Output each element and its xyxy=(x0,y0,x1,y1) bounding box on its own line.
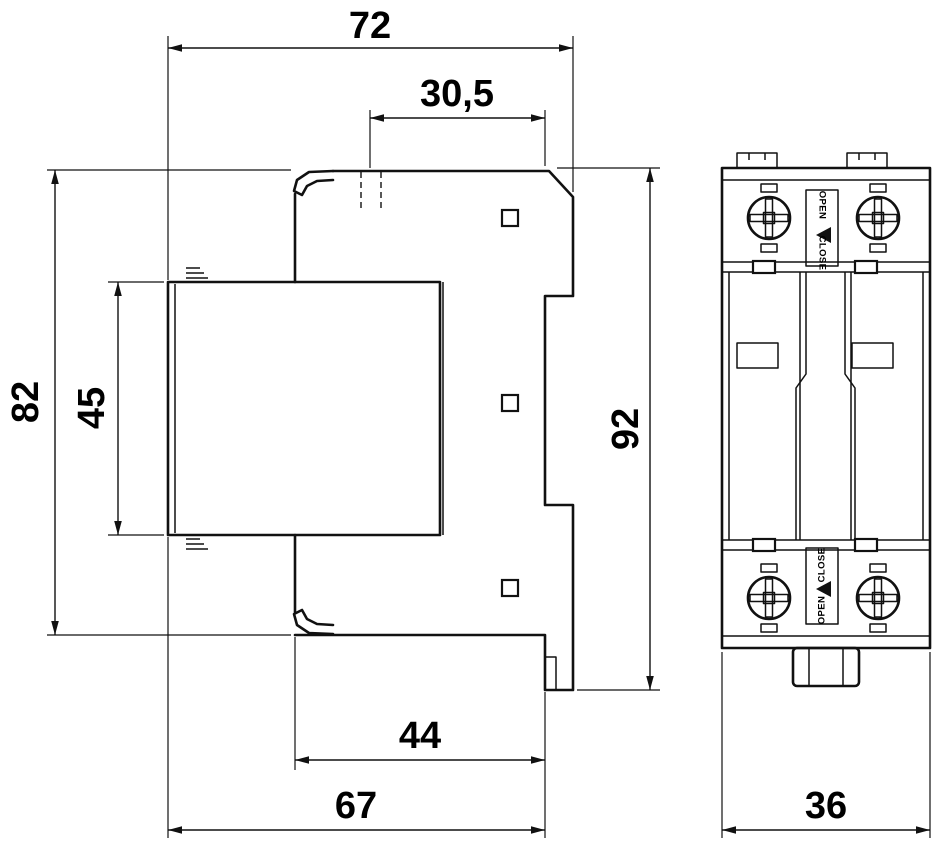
dim-label-45: 45 xyxy=(71,387,113,429)
lock-label-top-upper: OPEN xyxy=(817,191,828,220)
dimension-overall-height: 92 xyxy=(557,167,660,691)
label-window-right xyxy=(851,342,894,369)
vent-ticks-top xyxy=(186,267,208,279)
screw-icon-top-right xyxy=(855,183,901,253)
dim-label-30-5: 30,5 xyxy=(420,73,494,115)
lock-label-bottom-lower: OPEN xyxy=(817,596,828,625)
latch-hook-top-icon xyxy=(292,169,335,197)
screw-icon-bottom-right xyxy=(855,563,901,633)
dim-label-36: 36 xyxy=(805,785,847,827)
mount-square-marker-middle xyxy=(500,393,520,413)
dimension-lower-width: 44 xyxy=(294,637,546,838)
side-view xyxy=(166,169,575,692)
screw-icon-top-left xyxy=(746,183,792,253)
screw-icon-bottom-left xyxy=(746,563,792,633)
lock-arrow-top-icon xyxy=(816,227,831,243)
foot-spring-detail xyxy=(545,656,557,690)
housing-outline xyxy=(293,169,575,692)
terminal-tab-left xyxy=(736,152,778,169)
hidden-edge-dashed xyxy=(360,172,382,212)
mount-square-marker-top xyxy=(500,208,520,228)
din-rail-foot xyxy=(791,646,861,688)
upper-separator xyxy=(722,259,930,275)
dimension-total-width: 72 xyxy=(167,5,574,280)
dimension-upper-offset: 30,5 xyxy=(369,73,546,168)
lock-arrow-bottom-icon xyxy=(816,581,831,597)
dimension-module-height: 45 xyxy=(71,281,164,536)
latch-hook-bottom-icon xyxy=(292,608,335,636)
front-view: OPEN CLOSE CLOSE OPEN xyxy=(720,152,932,688)
dimension-body-height: 82 xyxy=(5,169,291,636)
vent-ticks-bottom xyxy=(186,538,208,550)
lock-indicator-top: OPEN CLOSE xyxy=(805,189,839,271)
lock-indicator-bottom: CLOSE OPEN xyxy=(805,547,839,625)
dim-label-72: 72 xyxy=(349,5,391,47)
dimension-base-width: 67 xyxy=(167,537,545,838)
dim-label-44: 44 xyxy=(399,715,441,757)
terminal-tab-right xyxy=(846,152,888,169)
dim-label-67: 67 xyxy=(335,785,377,827)
lower-separator xyxy=(722,537,930,553)
module-handle-lines xyxy=(728,272,924,540)
lock-label-top-lower: CLOSE xyxy=(817,236,828,271)
plug-module xyxy=(166,280,442,537)
mount-square-marker-bottom xyxy=(500,578,520,598)
dimension-front-width: 36 xyxy=(721,652,931,838)
dim-label-82: 82 xyxy=(5,381,47,423)
lock-label-bottom-upper: CLOSE xyxy=(817,548,828,583)
dim-label-92: 92 xyxy=(605,408,647,450)
label-window-left xyxy=(736,342,779,369)
